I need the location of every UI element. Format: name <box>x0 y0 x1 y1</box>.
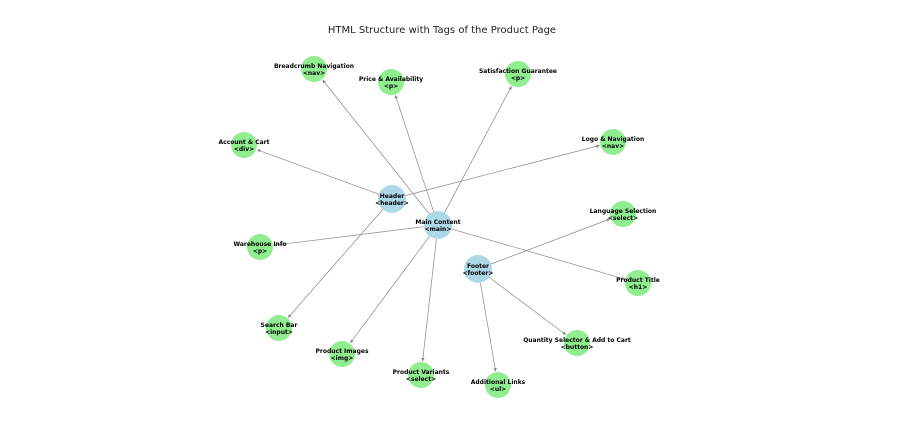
node-label-title: Product Title <box>616 277 660 284</box>
node-label-warehouse: Warehouse Info <box>233 241 286 248</box>
node-tag-search: <input> <box>265 329 293 336</box>
node-breadcrumb: Breadcrumb Navigation<nav> <box>274 56 354 82</box>
node-circle-images <box>329 341 355 367</box>
node-header: Header<header> <box>375 185 409 213</box>
node-title: Product Title<h1> <box>616 270 660 296</box>
node-label-account: Account & Cart <box>219 139 270 146</box>
node-tag-title: <h1> <box>629 284 648 291</box>
node-warehouse: Warehouse Info<p> <box>233 234 287 260</box>
node-language: Language Selection<select> <box>590 201 657 227</box>
node-label-main: Main Content <box>415 219 460 226</box>
node-tag-links: <ul> <box>490 386 506 393</box>
node-variants: Product Variants<select> <box>393 362 450 388</box>
node-label-price: Price & Availability <box>359 76 423 83</box>
edge-header-search <box>287 209 384 318</box>
node-guarantee: Satisfaction Guarantee<p> <box>479 61 557 87</box>
node-circle-account <box>231 132 257 158</box>
node-search: Search Bar<input> <box>261 315 298 341</box>
node-label-search: Search Bar <box>261 322 298 329</box>
edge-main-title <box>451 228 625 280</box>
node-label-logo: Logo & Navigation <box>582 136 644 143</box>
node-label-links: Additional Links <box>471 379 526 386</box>
edge-header-logo <box>405 144 600 196</box>
edge-footer-links <box>480 282 497 372</box>
node-label-guarantee: Satisfaction Guarantee <box>479 68 557 75</box>
node-label-footer: Footer <box>467 263 489 270</box>
node-circle-title <box>625 270 651 296</box>
node-tag-header: <header> <box>375 200 409 207</box>
edge-main-warehouse <box>273 226 425 247</box>
edge-main-price <box>394 94 434 212</box>
node-circle-warehouse <box>247 234 273 260</box>
edge-main-variants <box>421 238 437 362</box>
node-tag-language: <select> <box>608 215 638 222</box>
node-circle-links <box>485 372 511 398</box>
node-circle-footer <box>464 255 492 283</box>
edge-main-breadcrumb <box>322 79 430 215</box>
node-tag-quantity: <button> <box>561 344 594 351</box>
node-tag-images: <img> <box>331 355 354 362</box>
node-tag-account: <div> <box>234 146 254 153</box>
node-account: Account & Cart<div> <box>219 132 270 158</box>
node-quantity: Quantity Selector & Add to Cart<button> <box>523 330 631 356</box>
node-tag-variants: <select> <box>406 376 436 383</box>
node-circle-guarantee <box>505 61 531 87</box>
edge-main-guarantee <box>444 86 512 213</box>
node-label-variants: Product Variants <box>393 369 450 376</box>
node-circle-variants <box>408 362 434 388</box>
node-circle-header <box>378 185 406 213</box>
edge-main-images <box>350 235 430 344</box>
node-tag-price: <p> <box>384 83 398 90</box>
node-label-breadcrumb: Breadcrumb Navigation <box>274 63 354 70</box>
node-images: Product Images<img> <box>315 341 369 367</box>
node-circle-main <box>424 211 452 239</box>
node-layer: Header<header>Main Content<main>Footer<f… <box>219 56 660 398</box>
node-circle-quantity <box>564 330 590 356</box>
node-logo: Logo & Navigation<nav> <box>582 129 644 155</box>
edge-layer <box>256 79 625 372</box>
edge-footer-language <box>490 218 611 265</box>
node-label-quantity: Quantity Selector & Add to Cart <box>523 337 631 344</box>
node-circle-logo <box>600 129 626 155</box>
node-tag-warehouse: <p> <box>253 248 267 255</box>
node-circle-search <box>266 315 292 341</box>
node-circle-breadcrumb <box>301 56 327 82</box>
node-tag-main: <main> <box>425 226 452 233</box>
diagram-title: HTML Structure with Tags of the Product … <box>328 25 556 36</box>
node-label-images: Product Images <box>315 348 368 355</box>
node-tag-logo: <nav> <box>602 143 624 150</box>
node-footer: Footer<footer> <box>463 255 494 283</box>
edge-header-account <box>256 149 379 195</box>
node-label-language: Language Selection <box>590 208 657 215</box>
node-tag-breadcrumb: <nav> <box>303 70 325 77</box>
edge-footer-quantity <box>488 277 567 335</box>
node-circle-language <box>610 201 636 227</box>
node-main: Main Content<main> <box>415 211 461 239</box>
node-price: Price & Availability<p> <box>359 69 423 95</box>
node-circle-price <box>378 69 404 95</box>
node-tag-footer: <footer> <box>463 270 494 277</box>
node-links: Additional Links<ul> <box>471 372 526 398</box>
node-label-header: Header <box>380 193 405 200</box>
node-tag-guarantee: <p> <box>511 75 525 82</box>
